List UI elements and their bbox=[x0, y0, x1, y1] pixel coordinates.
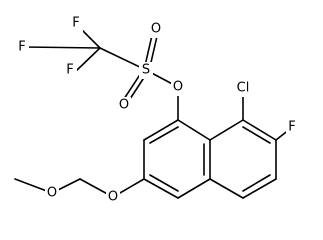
bonds bbox=[14, 23, 291, 199]
atom-o-ring-ether: O bbox=[108, 190, 118, 205]
atom-o-methoxy: O bbox=[47, 186, 57, 201]
bond-cf-left bbox=[23, 46, 101, 49]
atom-f-left: F bbox=[18, 40, 25, 55]
bond-c2-c1 bbox=[143, 119, 179, 141]
atom-f-top: F bbox=[72, 16, 79, 31]
atom-labels: F F F S O O O Cl F O O bbox=[16, 15, 299, 206]
bond-c4a-c4 bbox=[177, 178, 211, 199]
atom-s: S bbox=[142, 63, 150, 78]
bond-cf-lower bbox=[75, 47, 101, 72]
chemical-structure: F F F S O O O Cl F O O bbox=[14, 15, 299, 206]
bond-c6-c5-inner bbox=[242, 174, 271, 192]
bond-c8-c7-inner bbox=[242, 126, 271, 144]
bond-c8a-c8 bbox=[209, 119, 244, 141]
atom-o-sulfonyl-up: O bbox=[151, 22, 161, 37]
bond-c4-c3-inner bbox=[149, 174, 179, 192]
atom-o-sulfonyl-down: O bbox=[119, 98, 129, 113]
atom-f-ring: F bbox=[288, 120, 295, 135]
bond-c8-c7 bbox=[242, 119, 277, 141]
bond-c6-c5 bbox=[242, 178, 277, 199]
bond-c-s bbox=[99, 47, 147, 71]
bond-c4-c3 bbox=[143, 178, 179, 199]
atom-f-lower: F bbox=[66, 63, 73, 78]
atom-o-ester: O bbox=[173, 80, 183, 95]
bond-c1-c8a bbox=[177, 119, 211, 141]
bond-c2-c1-inner bbox=[149, 126, 179, 144]
bond-c5-c4a bbox=[209, 178, 244, 199]
atom-cl: Cl bbox=[237, 81, 250, 96]
